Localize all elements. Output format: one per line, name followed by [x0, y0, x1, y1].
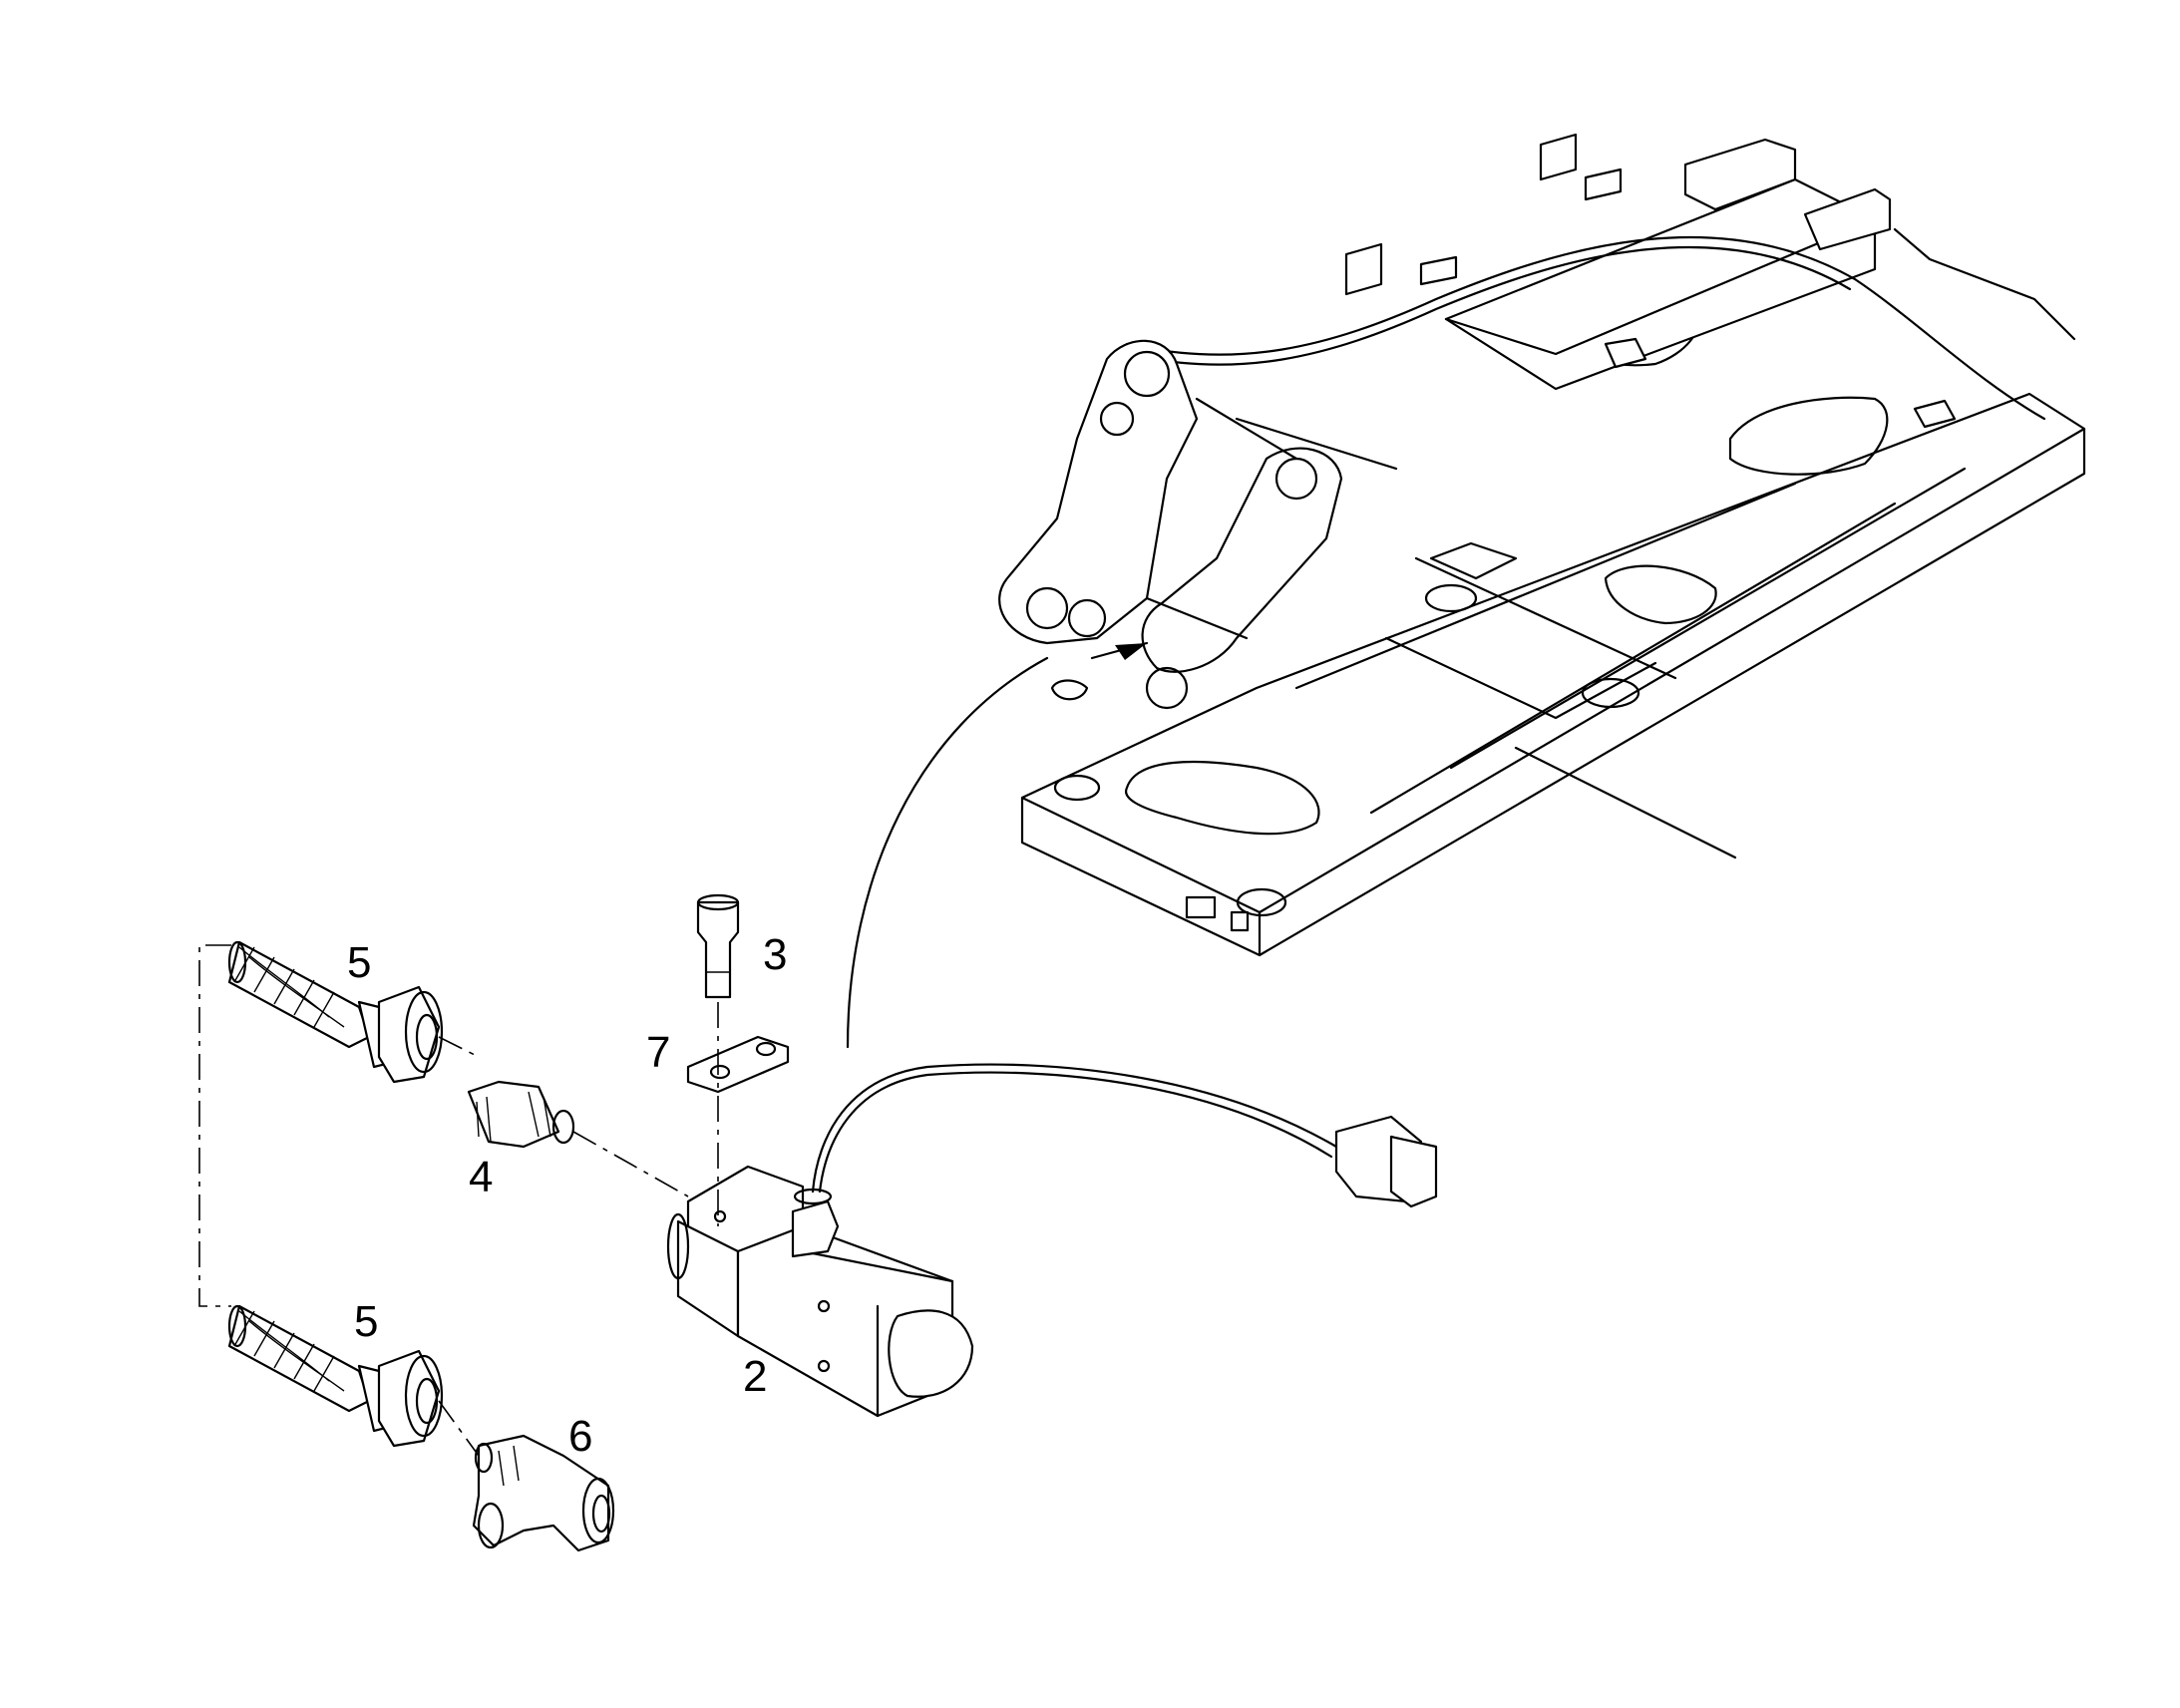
callout-bolt: 3 — [763, 930, 787, 979]
bolt — [696, 893, 740, 999]
callout-plate: 7 — [646, 1028, 670, 1077]
chassis-frame — [998, 133, 2086, 957]
hose-lower — [227, 1304, 444, 1448]
callout-adapter: 4 — [469, 1153, 493, 1201]
callout-tee: 6 — [568, 1412, 592, 1461]
tee-fitting — [472, 1434, 615, 1552]
callout-hose-lower: 5 — [354, 1297, 378, 1346]
callout-valve: 2 — [743, 1352, 767, 1401]
hose-upper — [227, 940, 444, 1084]
lock-plate — [686, 1035, 790, 1094]
callout-hose-upper: 5 — [347, 938, 371, 987]
assembly-lines — [198, 944, 719, 1457]
leader-curve — [846, 656, 1049, 1049]
adapter-fitting — [467, 1080, 575, 1149]
valve-body — [666, 1063, 1438, 1418]
